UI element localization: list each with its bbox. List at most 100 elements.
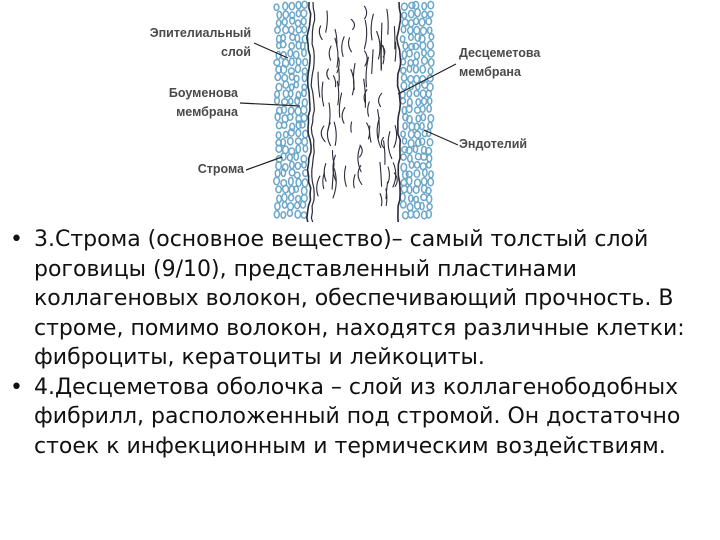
cell <box>295 128 302 138</box>
cell <box>295 25 303 34</box>
stroma-fiber <box>363 5 368 20</box>
cell <box>301 25 308 34</box>
cell <box>288 83 295 92</box>
stroma-fiber <box>366 122 371 140</box>
cell <box>425 17 433 26</box>
cell <box>420 113 427 122</box>
cell <box>415 114 422 123</box>
cell <box>274 72 282 82</box>
cell <box>426 202 433 211</box>
stroma-fiber <box>365 56 369 88</box>
cell <box>286 113 294 122</box>
stroma-fiber <box>332 168 337 199</box>
cell <box>288 1 296 11</box>
stroma-fiber <box>336 57 340 74</box>
stroma-fiber <box>387 166 390 184</box>
cell <box>295 57 302 66</box>
cell <box>280 98 289 106</box>
bullet-item-descemet: • 4.Десцеметова оболочка – слой из колла… <box>10 373 715 462</box>
descemet-fiber <box>395 1 402 225</box>
cell <box>287 106 295 116</box>
cell <box>281 193 288 203</box>
stroma-fiber <box>371 49 374 75</box>
label-descemet-membrane: Десцеметова мембрана <box>459 46 541 79</box>
cell <box>406 184 413 195</box>
cell <box>401 18 409 27</box>
cell <box>401 137 408 145</box>
cell <box>413 169 421 179</box>
cell <box>413 106 422 115</box>
cell <box>414 138 422 148</box>
cell <box>426 154 433 163</box>
cell <box>274 112 281 122</box>
cell <box>300 113 308 123</box>
cell <box>399 200 407 209</box>
cell <box>407 42 416 51</box>
cell <box>427 177 435 187</box>
cell <box>419 121 425 131</box>
cell <box>412 185 420 195</box>
leader-line-bowman <box>239 102 301 107</box>
label-stroma: Строма <box>197 162 244 176</box>
cell <box>413 51 421 60</box>
cell <box>280 137 287 147</box>
cell <box>301 178 309 188</box>
stroma-fiber <box>376 30 381 60</box>
cell <box>286 136 294 146</box>
cell <box>274 201 281 211</box>
stroma-fiber <box>327 102 331 131</box>
cell <box>413 160 421 169</box>
cell <box>427 67 434 76</box>
leader-line-epithelial <box>253 42 289 59</box>
cell <box>289 122 296 132</box>
bullet-marker: • <box>10 374 23 400</box>
stroma-fiber <box>321 81 325 107</box>
stroma-fiber <box>378 92 383 108</box>
stroma-fiber <box>377 109 380 139</box>
cell <box>402 112 409 122</box>
cell <box>400 130 407 138</box>
cell <box>273 176 281 186</box>
cell <box>294 19 302 28</box>
cell <box>407 33 415 42</box>
stroma-fiber <box>341 106 346 124</box>
cell <box>425 209 433 219</box>
stroma-fiber <box>320 125 326 143</box>
cell <box>427 10 434 18</box>
cell <box>421 10 428 19</box>
bowman-fiber <box>310 1 316 225</box>
leader-line-descemet <box>397 63 457 95</box>
cell <box>280 121 288 130</box>
stroma-fiber <box>394 41 397 62</box>
cell <box>412 17 420 26</box>
stroma-fiber <box>379 193 383 207</box>
stroma-fibers <box>316 5 398 207</box>
cell <box>295 90 302 101</box>
cell <box>292 50 300 60</box>
cell <box>301 0 309 9</box>
cell <box>419 26 428 36</box>
stroma-fiber <box>332 75 337 88</box>
cell <box>293 185 300 193</box>
stroma-fiber <box>325 10 328 33</box>
cell <box>427 113 435 123</box>
cell <box>293 74 300 83</box>
stroma-fiber <box>326 68 330 80</box>
stroma-fiber <box>343 165 347 188</box>
cell <box>427 49 435 58</box>
cell <box>274 169 281 178</box>
stroma-fiber <box>316 175 321 197</box>
cell <box>413 89 420 98</box>
cell <box>295 177 302 188</box>
cell <box>288 160 295 170</box>
stroma-fiber <box>317 71 321 98</box>
stroma-fiber <box>363 50 368 67</box>
cell <box>420 48 428 57</box>
stroma-fiber <box>380 136 385 149</box>
cell <box>402 122 408 131</box>
cell <box>280 105 288 114</box>
cell <box>401 145 409 154</box>
cell <box>420 176 428 187</box>
cell <box>426 26 433 35</box>
cell <box>287 48 294 58</box>
